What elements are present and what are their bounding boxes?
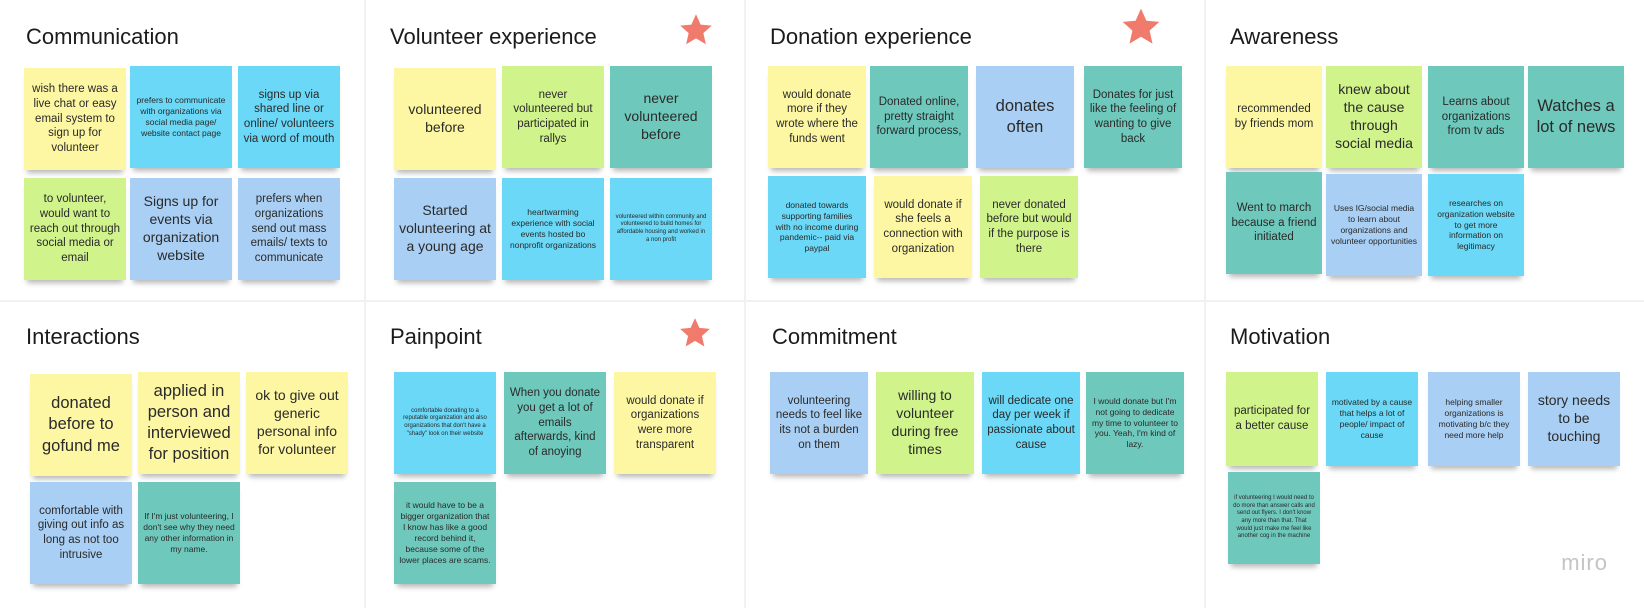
- sticky-note[interactable]: Learns about organizations from tv ads: [1428, 66, 1524, 168]
- sticky-note[interactable]: will dedicate one day per week if passio…: [982, 372, 1080, 474]
- sticky-note[interactable]: would donate more if they wrote where th…: [768, 66, 866, 168]
- section-title: Volunteer experience: [390, 24, 597, 49]
- sticky-note[interactable]: Started volunteering at a young age: [394, 178, 496, 280]
- sticky-note[interactable]: story needs to be touching: [1528, 372, 1620, 466]
- sticky-note[interactable]: researches on organization website to ge…: [1428, 174, 1524, 276]
- sticky-note[interactable]: If I'm just volunteering, I don't see wh…: [138, 482, 240, 584]
- sticky-note[interactable]: Donates for just like the feeling of wan…: [1084, 66, 1182, 168]
- sticky-note[interactable]: Uses IG/social media to learn about orga…: [1326, 174, 1422, 276]
- sticky-note[interactable]: never volunteered but participated in ra…: [502, 66, 604, 168]
- section-donation-experience: Donation experience would donate more if…: [746, 0, 1204, 300]
- sticky-note[interactable]: if volunteering I would need to do more …: [1228, 472, 1320, 564]
- sticky-note[interactable]: heartwarming experience with social even…: [502, 178, 604, 280]
- sticky-note[interactable]: prefers to communicate with organization…: [130, 66, 232, 168]
- sticky-note[interactable]: comfortable donating to a reputable orga…: [394, 372, 496, 474]
- section-interactions: Interactions donated before to gofund me…: [0, 302, 364, 608]
- star-icon: [680, 318, 710, 347]
- sticky-note[interactable]: never donated before but would if the pu…: [980, 176, 1078, 278]
- sticky-note[interactable]: Watches a lot of news: [1528, 66, 1624, 168]
- sticky-note[interactable]: willing to volunteer during free times: [876, 372, 974, 474]
- section-communication: Communication wish there was a live chat…: [0, 0, 364, 300]
- sticky-note[interactable]: it would have to be a bigger organizatio…: [394, 482, 496, 584]
- sticky-note[interactable]: donates often: [976, 66, 1074, 168]
- section-title: Donation experience: [770, 24, 972, 49]
- sticky-note[interactable]: applied in person and interviewed for po…: [138, 372, 240, 474]
- section-title: Awareness: [1230, 24, 1339, 49]
- sticky-note[interactable]: prefers when organizations send out mass…: [238, 178, 340, 280]
- section-motivation: Motivation participated for a better cau…: [1206, 302, 1644, 608]
- sticky-note[interactable]: would donate if organizations were more …: [614, 372, 716, 474]
- sticky-note[interactable]: volunteering needs to feel like its not …: [770, 372, 868, 474]
- sticky-note[interactable]: recommended by friends mom: [1226, 66, 1322, 168]
- section-awareness: Awareness recommended by friends mom kne…: [1206, 0, 1644, 300]
- sticky-note[interactable]: volunteered before: [394, 68, 496, 170]
- star-icon: [1122, 8, 1160, 44]
- sticky-note[interactable]: wish there was a live chat or easy email…: [24, 68, 126, 170]
- section-title: Commitment: [772, 324, 897, 349]
- sticky-note[interactable]: signs up via shared line or online/ volu…: [238, 66, 340, 168]
- sticky-note[interactable]: motivated by a cause that helps a lot of…: [1326, 372, 1418, 466]
- section-volunteer-experience: Volunteer experience volunteered before …: [366, 0, 744, 300]
- sticky-note[interactable]: helping smaller organizations is motivat…: [1428, 372, 1520, 466]
- section-title: Motivation: [1230, 324, 1331, 349]
- sticky-note[interactable]: volunteered within community and volunte…: [610, 178, 712, 280]
- sticky-note[interactable]: would donate if she feels a connection w…: [874, 176, 972, 278]
- sticky-note[interactable]: to volunteer, would want to reach out th…: [24, 178, 126, 280]
- miro-logo: miro: [1561, 550, 1608, 575]
- sticky-note[interactable]: participated for a better cause: [1226, 372, 1318, 466]
- sticky-note[interactable]: Went to march because a friend initiated: [1226, 172, 1322, 274]
- sticky-note[interactable]: donated before to gofund me: [30, 374, 132, 476]
- sticky-note[interactable]: donated towards supporting families with…: [768, 176, 866, 278]
- section-commitment: Commitment volunteering needs to feel li…: [746, 302, 1204, 608]
- sticky-note[interactable]: Signs up for events via organization web…: [130, 178, 232, 280]
- sticky-note[interactable]: When you donate you get a lot of emails …: [504, 372, 606, 474]
- sticky-note[interactable]: I would donate but I'm not going to dedi…: [1086, 372, 1184, 474]
- section-title: Communication: [26, 24, 179, 49]
- sticky-note[interactable]: ok to give out generic personal info for…: [246, 372, 348, 474]
- sticky-note[interactable]: comfortable with giving out info as long…: [30, 482, 132, 584]
- section-title: Interactions: [26, 324, 140, 349]
- section-painpoint: Painpoint comfortable donating to a repu…: [366, 302, 744, 608]
- sticky-note[interactable]: knew about the cause through social medi…: [1326, 66, 1422, 168]
- section-title: Painpoint: [390, 324, 482, 349]
- sticky-note[interactable]: never volunteered before: [610, 66, 712, 168]
- star-icon: [680, 14, 712, 45]
- sticky-note[interactable]: Donated online, pretty straight forward …: [870, 66, 968, 168]
